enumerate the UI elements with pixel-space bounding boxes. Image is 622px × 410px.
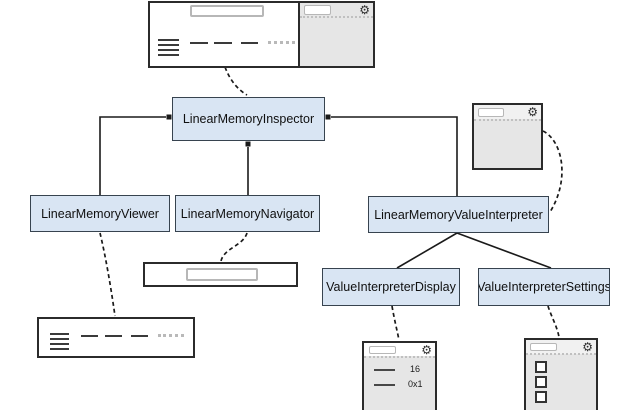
hamburger-icon — [158, 39, 179, 41]
edge-interpreter-display — [396, 232, 458, 269]
edge-display-displaymockup — [391, 305, 400, 341]
hamburger-icon — [50, 333, 69, 335]
checkbox-placeholder — [535, 391, 547, 403]
value-line-placeholder — [374, 369, 395, 371]
panel-separator — [364, 356, 435, 358]
edge-inspectormockup-inspector — [224, 66, 248, 96]
connection-marker — [166, 114, 172, 120]
byte-dash-placeholder — [81, 335, 98, 337]
interpreter-panel-mockup: ⚙ — [472, 103, 543, 170]
gear-icon: ⚙ — [582, 340, 593, 354]
text-dots-placeholder — [268, 41, 295, 44]
connection-marker — [245, 141, 251, 147]
node-label: ValueInterpreterSettings — [478, 280, 610, 294]
edge-viewer-viewermockup — [99, 232, 116, 317]
node-value-interpreter-display: ValueInterpreterDisplay — [322, 268, 460, 306]
side-panel-input-placeholder — [304, 5, 331, 15]
node-linear-memory-viewer: LinearMemoryViewer — [30, 195, 170, 232]
byte-dash-placeholder — [105, 335, 122, 337]
byte-dash-placeholder — [241, 42, 258, 44]
edge-inspector-interpreter — [331, 116, 458, 196]
address-input-placeholder — [186, 268, 258, 281]
inspector-side-panel-mockup: ⚙ — [298, 3, 373, 66]
settings-panel-mockup: ⚙ — [524, 338, 598, 410]
text-dots-placeholder — [158, 334, 184, 337]
header-input-placeholder — [478, 108, 504, 117]
node-label: LinearMemoryInspector — [182, 112, 315, 126]
checkbox-placeholder — [535, 361, 547, 373]
hamburger-icon — [50, 343, 69, 345]
node-label: LinearMemoryViewer — [41, 206, 159, 221]
inspector-panel-mockup: ⚙ — [148, 1, 375, 68]
gear-icon: ⚙ — [421, 343, 432, 357]
display-panel-mockup: ⚙ 16 0x1 — [362, 341, 437, 410]
hamburger-icon — [50, 348, 69, 350]
node-label: LinearMemoryNavigator — [180, 206, 315, 221]
navigator-bar-mockup — [143, 262, 298, 287]
panel-separator — [300, 16, 373, 18]
header-input-placeholder — [369, 346, 396, 354]
hamburger-icon — [158, 44, 179, 46]
byte-dash-placeholder — [214, 42, 232, 44]
byte-dash-placeholder — [190, 42, 208, 44]
viewer-panel-mockup — [37, 317, 195, 358]
panel-separator — [526, 353, 596, 355]
hamburger-icon — [158, 54, 179, 56]
node-linear-memory-navigator: LinearMemoryNavigator — [175, 195, 320, 232]
hamburger-icon — [158, 49, 179, 51]
node-linear-memory-inspector: LinearMemoryInspector — [172, 97, 325, 141]
node-value-interpreter-settings: ValueInterpreterSettings — [478, 268, 610, 306]
byte-dash-placeholder — [131, 335, 148, 337]
interpreted-value: 16 — [410, 364, 421, 374]
value-line-placeholder — [374, 384, 395, 386]
panel-separator — [474, 119, 541, 121]
edge-interpreter-settings — [456, 232, 552, 269]
header-input-placeholder — [530, 343, 557, 351]
edge-navigator-navigatormockup — [220, 232, 248, 262]
address-input-placeholder — [190, 5, 264, 17]
node-label: ValueInterpreterDisplay — [326, 280, 456, 294]
gear-icon: ⚙ — [359, 3, 370, 17]
mockup-body — [364, 356, 435, 410]
checkbox-placeholder — [535, 376, 547, 388]
edge-settings-settingsmockup — [547, 305, 560, 338]
hamburger-icon — [50, 338, 69, 340]
node-label: LinearMemoryValueInterpreter — [374, 207, 543, 222]
gear-icon: ⚙ — [527, 105, 538, 119]
interpreted-value: 0x1 — [408, 379, 423, 389]
node-linear-memory-value-interpreter: LinearMemoryValueInterpreter — [368, 196, 549, 233]
edge-inspector-viewer — [99, 116, 166, 195]
connection-marker — [325, 114, 331, 120]
